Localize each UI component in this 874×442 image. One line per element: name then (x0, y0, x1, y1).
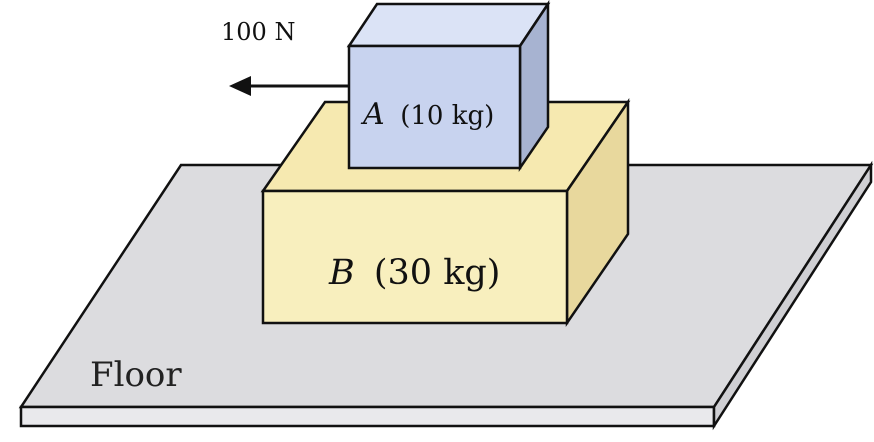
block-b-name: B (328, 253, 355, 293)
block-a (346, 0, 551, 173)
floor-right-edge (712, 160, 873, 431)
block-b-label: B (30 kg) (328, 253, 500, 293)
floor-front-edge (19, 405, 716, 428)
force-label: 100 N (221, 18, 295, 46)
block-a-front-face (347, 44, 522, 170)
floor-label: Floor (90, 355, 182, 395)
block-a-top-face (346, 2, 551, 48)
block-b-front-face (261, 189, 569, 325)
block-a-name: A (360, 97, 385, 132)
force-arrow (229, 76, 349, 96)
block-b-mass: (30 kg) (374, 253, 501, 293)
block-a-mass: (10 kg) (400, 101, 494, 131)
force-arrowhead-icon (229, 76, 251, 96)
block-a-label: A (10 kg) (360, 97, 494, 132)
